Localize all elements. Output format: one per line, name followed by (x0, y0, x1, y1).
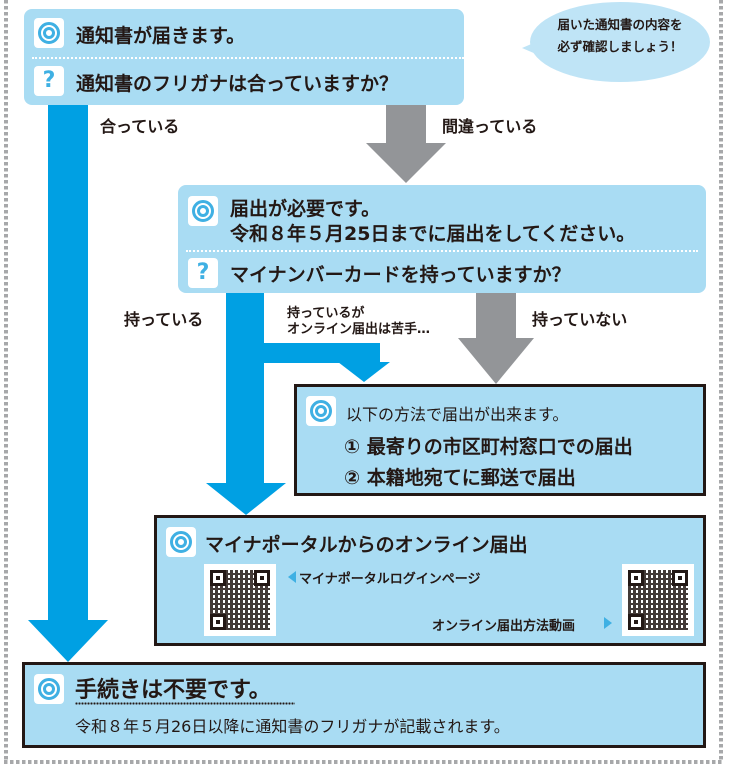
question-icon: ? (34, 66, 64, 96)
login-qr-code[interactable] (204, 564, 276, 636)
double-circle-icon (188, 196, 218, 226)
reminder-bubble (530, 2, 710, 82)
double-circle-icon (34, 18, 64, 48)
has-card-arrow-head (206, 483, 286, 515)
dotted-frame-right (719, 0, 723, 762)
has-but-arrow-head (338, 362, 390, 382)
has-but-arrow-drop (350, 343, 370, 363)
step1-question: 通知書のフリガナは合っていますか？ (76, 73, 399, 95)
has-card-label: 持っている (124, 310, 204, 329)
step3-option1: ① 最寄りの市区町村窓口での届出 (344, 436, 633, 458)
final-note: 令和８年５月26日以降に通知書のフリガナが記載されます。 (75, 717, 510, 736)
final-title-underline (75, 702, 295, 705)
video-qr-code[interactable] (622, 564, 694, 636)
no-card-arrow-head (458, 338, 534, 384)
login-page-link[interactable]: マイナポータルログインページ (299, 572, 481, 587)
step2-box (178, 185, 706, 293)
right-pointer-icon (604, 617, 612, 629)
yes-arrow-shaft (48, 105, 88, 620)
question-icon: ? (188, 258, 218, 288)
step2-title-line1: 届出が必要です。 (230, 198, 381, 220)
final-box (22, 662, 706, 748)
double-circle-icon (166, 527, 196, 557)
has-but-label-line1: 持っているが (287, 306, 365, 321)
step1-divider (32, 57, 464, 59)
video-link[interactable]: オンライン届出方法動画 (432, 619, 576, 634)
step2-title-line2: 令和８年５月25日までに届出をしてください。 (230, 223, 636, 245)
reminder-bubble-text: 届いた通知書の内容を 必ず確認しましょう！ (530, 14, 710, 58)
double-circle-icon (306, 396, 336, 426)
step2-divider (186, 250, 698, 252)
has-but-label-line2: オンライン届出は苦手… (287, 322, 431, 337)
step3-box (294, 384, 706, 496)
double-circle-icon (34, 674, 64, 704)
dotted-frame-left (4, 0, 8, 762)
no-card-label: 持っていない (532, 310, 628, 329)
no-label: 間違っている (442, 117, 538, 136)
final-title: 手続きは不要です。 (75, 678, 271, 703)
has-card-arrow-shaft (226, 293, 264, 483)
step4-title: マイナポータルからのオンライン届出 (205, 534, 528, 556)
left-pointer-icon (288, 571, 296, 583)
bubble-line2: 必ず確認しましょう！ (557, 39, 683, 54)
no-card-arrow-shaft (476, 293, 516, 338)
bubble-line1: 届いた通知書の内容を (557, 17, 683, 32)
step1-title: 通知書が届きます。 (76, 25, 246, 47)
step2-question: マイナンバーカードを持っていますか？ (230, 264, 571, 286)
yes-label: 合っている (100, 117, 180, 136)
no-arrow-shaft (386, 105, 426, 143)
step3-option2: ② 本籍地宛てに郵送で届出 (344, 467, 576, 489)
no-arrow-head (366, 143, 446, 183)
dotted-frame-bottom (4, 760, 723, 764)
step3-intro: 以下の方法で届出が出来ます。 (346, 405, 569, 424)
yes-arrow-head (28, 620, 108, 662)
